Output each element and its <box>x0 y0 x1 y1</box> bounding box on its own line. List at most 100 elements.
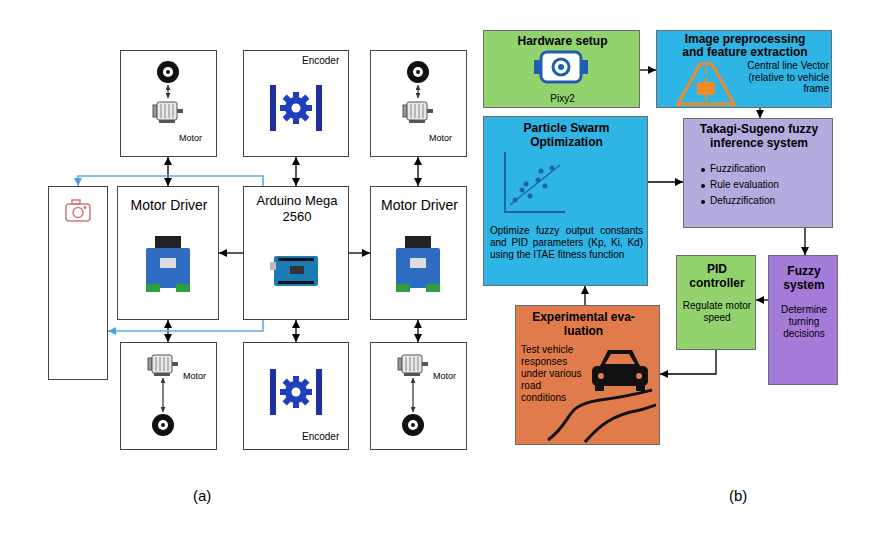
car-icon <box>598 373 604 379</box>
motor-icon <box>157 102 177 120</box>
driver-board-icon <box>146 236 190 292</box>
driver-board-icon <box>146 236 440 292</box>
flow-arrow <box>417 320 418 342</box>
node-title: Image preprocessing and feature extracti… <box>675 33 815 59</box>
pixy-camera-icon <box>580 60 588 74</box>
process-box: Takagi-Sugeno fuzzy inference systemFuzz… <box>683 118 833 228</box>
wheel-icon <box>416 70 420 74</box>
motor-icon <box>402 355 422 373</box>
encoder-box: Encoder <box>243 342 349 450</box>
scatter-chart-icon <box>505 152 565 212</box>
car-icon <box>595 384 604 391</box>
car-icon <box>636 373 642 379</box>
camera-icon <box>84 207 86 209</box>
encoder-icon <box>280 389 287 395</box>
encoder-icon <box>300 95 309 104</box>
node-title: Motor <box>429 133 465 144</box>
wheel-icon <box>402 414 424 436</box>
arduino-board-icon <box>278 281 314 284</box>
node-text: Central line Vector (relative to vehicle… <box>747 60 829 95</box>
encoder-box: Encoder <box>243 50 349 157</box>
scatter-chart-icon <box>543 184 548 189</box>
motor-icon <box>411 104 423 118</box>
driver-board-icon <box>155 236 181 250</box>
motor-box: Motor <box>120 50 217 157</box>
flow-arrow <box>349 252 370 253</box>
encoder-icon <box>305 389 312 395</box>
encoder-icon <box>316 85 322 131</box>
encoder-icon <box>300 112 309 121</box>
encoder-icon <box>293 117 299 124</box>
flow-arrow <box>167 157 168 186</box>
process-box: Experimental eva- luationTest vehicle re… <box>515 305 660 445</box>
flow-arrow <box>804 228 805 255</box>
pixy-camera-icon <box>541 52 581 82</box>
encoder-icon <box>280 376 312 408</box>
motor-icon <box>406 357 418 371</box>
car-icon <box>605 354 635 364</box>
node-title: Particle Swarm Optimization <box>489 121 644 150</box>
driver-board-icon <box>426 284 440 292</box>
camera-icon <box>73 208 83 218</box>
driver-board-icon <box>396 236 440 292</box>
motor-icon <box>403 102 433 123</box>
shaft-arrow <box>163 85 418 412</box>
encoder-icon <box>292 388 301 397</box>
node-title: Takagi-Sugeno fuzzy inference system <box>689 122 829 151</box>
scatter-chart-icon <box>510 165 560 205</box>
flow-arrow <box>295 320 296 342</box>
motor-icon <box>156 357 168 371</box>
node-title: Experimental eva- luation <box>521 310 646 339</box>
flow-arrow <box>759 108 760 118</box>
driver-board-icon <box>405 236 431 250</box>
camera-icon <box>72 200 80 204</box>
wheel-icon <box>163 67 173 77</box>
motor-icon <box>154 373 170 376</box>
motor-icon <box>398 358 402 370</box>
panel-label: (a) <box>193 487 211 504</box>
encoder-icon <box>293 376 299 383</box>
motor-icon <box>161 104 173 118</box>
process-box: PID controllerRegulate motor speed <box>676 255 756 350</box>
node-text: Test vehicle responses under various roa… <box>521 344 583 404</box>
bullet-dot <box>701 168 705 172</box>
flow-arrow <box>295 157 296 186</box>
bullet-dot <box>701 184 705 188</box>
node-title: Motor Driver <box>118 197 220 214</box>
node-text: Pixy2 <box>484 93 641 105</box>
node-title: Motor <box>183 371 217 382</box>
scatter-chart-icon <box>520 188 525 193</box>
bullet-dot <box>701 200 705 204</box>
encoder-icon <box>270 85 276 131</box>
motor-icon <box>153 102 183 123</box>
driver-board-icon <box>146 284 160 292</box>
process-box: Particle Swarm OptimizationOptimize fuzz… <box>483 116 648 286</box>
camera-box <box>48 186 108 380</box>
car-icon <box>636 384 645 391</box>
flow-arrow <box>417 157 418 186</box>
node-title: Motor <box>433 371 467 382</box>
signal-wire <box>108 320 263 331</box>
encoder-icon <box>293 401 299 408</box>
motor-driver-box: Motor Driver <box>370 186 467 320</box>
car-icon <box>592 350 648 391</box>
motor-driver-box: Motor Driver <box>117 186 219 320</box>
encoder-icon <box>300 396 309 405</box>
wheel-icon <box>411 423 415 427</box>
node-title: Arduino Mega 2560 <box>244 193 350 224</box>
wheel-icon <box>166 70 170 74</box>
motor-icon <box>177 109 183 113</box>
pixy-camera-icon <box>558 64 564 70</box>
encoder-icon <box>280 92 312 124</box>
process-box: Hardware setupPixy2 <box>483 30 640 108</box>
node-text: Regulate motor speed <box>681 300 753 324</box>
panel-label: (b) <box>729 487 747 504</box>
node-title: Motor <box>179 133 215 144</box>
encoder-icon <box>300 379 309 388</box>
camera-icon <box>66 200 90 221</box>
scatter-chart-icon <box>524 182 529 187</box>
motor-icon <box>152 355 172 373</box>
motor-icon <box>148 102 433 376</box>
node-title: Motor Driver <box>371 197 468 214</box>
